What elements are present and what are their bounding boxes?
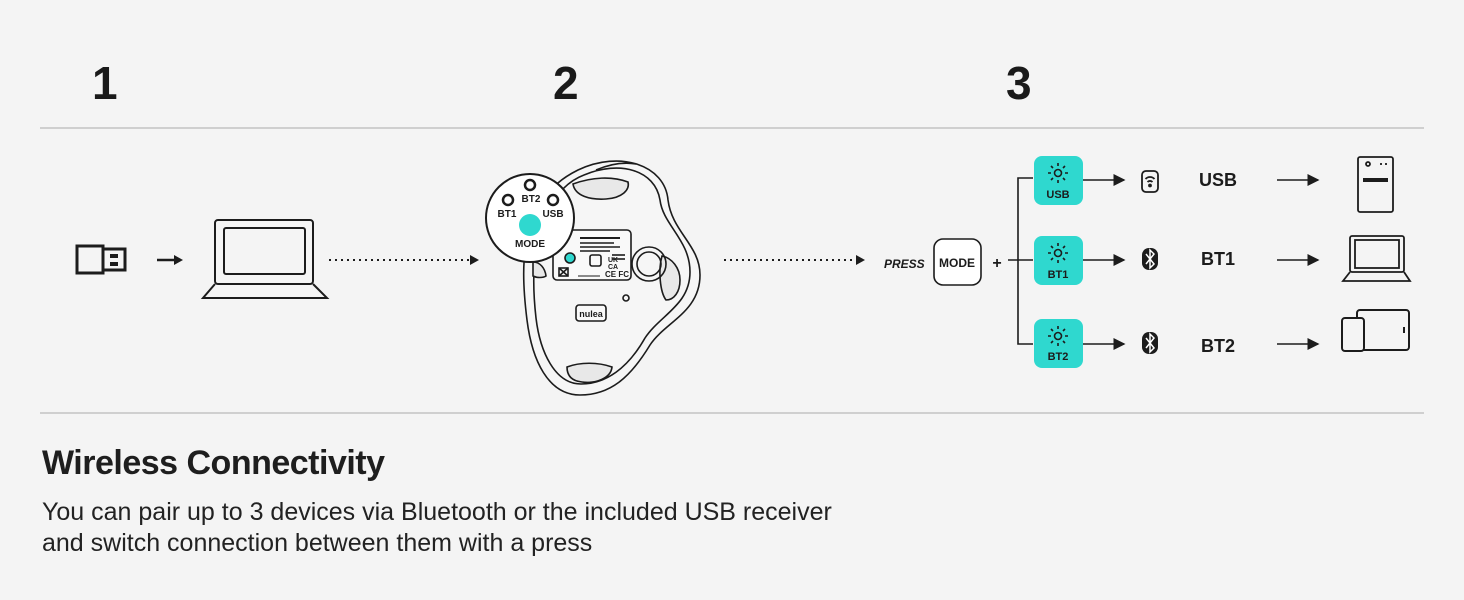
step-number-2: 2 bbox=[553, 57, 579, 109]
press-label: PRESS bbox=[884, 257, 925, 271]
channel-row-bt1 bbox=[1034, 235, 1412, 285]
mode-key-label: MODE bbox=[939, 256, 975, 270]
channel-label-bt2: BT2 bbox=[1201, 336, 1235, 356]
bluetooth-icon bbox=[1142, 332, 1158, 354]
dial-label-usb: USB bbox=[542, 209, 563, 220]
desktop-tower-icon bbox=[1357, 156, 1394, 213]
step-number-3: 3 bbox=[1006, 57, 1032, 109]
description-line-2: and switch connection between them with … bbox=[42, 529, 593, 557]
plus-sign: + bbox=[992, 255, 1001, 272]
led-label-bt1: BT1 bbox=[1048, 269, 1069, 281]
dial-label-bt1: BT1 bbox=[498, 209, 517, 220]
light-icon bbox=[1048, 243, 1068, 263]
channel-label-bt1: BT1 bbox=[1201, 249, 1235, 269]
light-icon bbox=[1048, 163, 1068, 183]
usb-receiver-icon bbox=[75, 244, 127, 275]
bottom-divider bbox=[40, 412, 1424, 414]
dotted-arrow-2 bbox=[724, 255, 865, 265]
ukca-mark-top: UK bbox=[608, 257, 618, 264]
wireless-receiver-icon bbox=[1141, 170, 1159, 193]
mouse-brand-label: nulea bbox=[579, 309, 604, 319]
dial-label-mode: MODE bbox=[515, 239, 545, 250]
section-description: You can pair up to 3 devices via Bluetoo… bbox=[42, 497, 832, 559]
cert-marks: CE FC bbox=[605, 270, 629, 279]
laptop-icon bbox=[200, 219, 330, 299]
channel-row-usb bbox=[1034, 156, 1394, 213]
led-label-bt2: BT2 bbox=[1048, 351, 1069, 363]
channel-label-usb: USB bbox=[1199, 170, 1237, 190]
ukca-mark-bottom: CA bbox=[608, 264, 618, 271]
dial-label-bt2: BT2 bbox=[522, 194, 541, 205]
dotted-arrow-1 bbox=[329, 255, 479, 265]
top-divider bbox=[40, 127, 1424, 129]
light-icon bbox=[1048, 326, 1068, 346]
description-line-1: You can pair up to 3 devices via Bluetoo… bbox=[42, 498, 832, 526]
led-label-usb: USB bbox=[1046, 189, 1069, 201]
bluetooth-icon bbox=[1142, 248, 1158, 270]
step-number-1: 1 bbox=[92, 57, 118, 109]
mode-dial-zoom bbox=[485, 173, 575, 263]
section-heading: Wireless Connectivity bbox=[42, 444, 385, 482]
mode-key bbox=[933, 238, 982, 286]
tablet-phone-icon bbox=[1341, 309, 1410, 352]
channel-row-bt2 bbox=[1034, 309, 1410, 368]
arrow-right-icon bbox=[157, 255, 183, 265]
laptop-icon bbox=[1341, 235, 1412, 282]
branch-connector bbox=[1008, 177, 1033, 345]
